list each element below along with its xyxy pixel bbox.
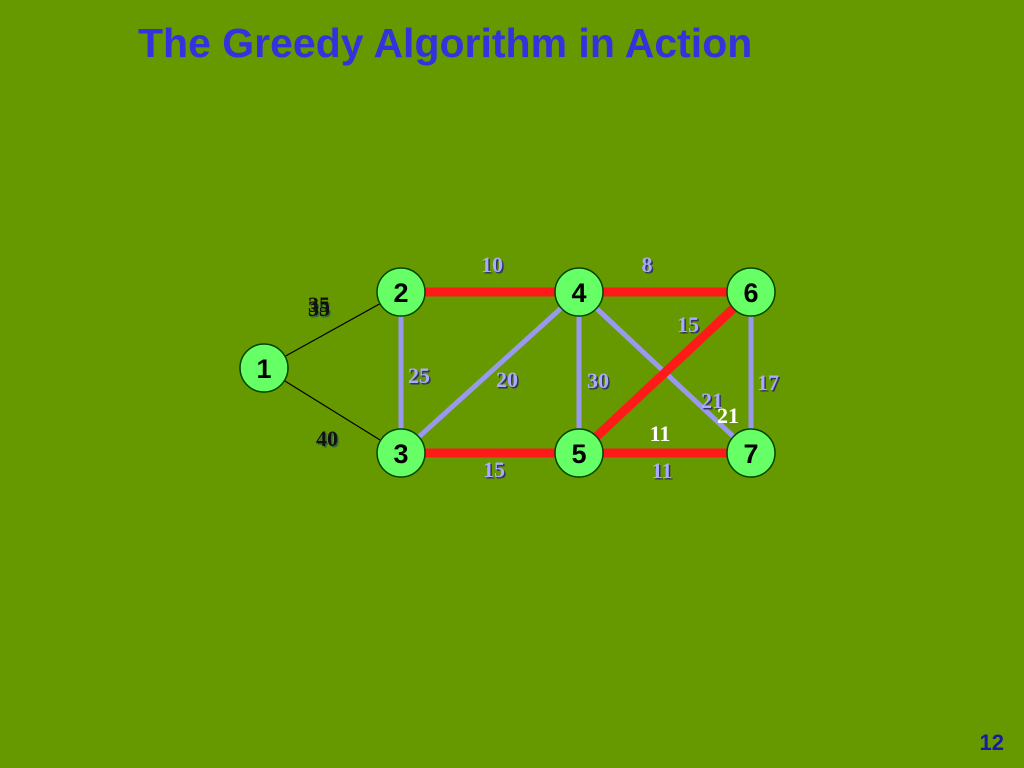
node-circle [726, 428, 776, 478]
edge-weight-3-4: 20 [496, 367, 518, 392]
edge-5-6 [575, 288, 755, 457]
edge-weight-shadow: 35 [310, 298, 332, 323]
edge-weight-shadow: 15 [679, 314, 701, 339]
node-circle [554, 267, 604, 317]
weight-overlay-label: 21 [717, 403, 739, 428]
edge-weight-4-6: 8 [642, 252, 653, 277]
weight-overlay-label: 11 [650, 421, 671, 446]
edge-weight-shadow: 21 [703, 390, 725, 415]
node-circle [376, 267, 426, 317]
node-label-6: 6 [743, 278, 758, 308]
edge-weight-shadow: 11 [653, 460, 674, 485]
edge-1-2 [263, 291, 402, 369]
node-7: 7 [726, 428, 776, 478]
page-number: 12 [979, 730, 1004, 755]
node-circle [554, 428, 604, 478]
edge-weight-shadow: 15 [485, 459, 507, 484]
node-label-1: 1 [256, 354, 271, 384]
edge-weight-shadow: 10 [483, 254, 505, 279]
edge-weight-4-7: 21 [701, 388, 723, 413]
node-circle [376, 428, 426, 478]
edge-weight-1-2: 35 [308, 296, 330, 321]
node-circle [726, 267, 776, 317]
edge-weight-shadow: 20 [498, 369, 520, 394]
edges-layer [263, 287, 755, 458]
node-2: 2 [376, 267, 426, 317]
slide-title: The Greedy Algorithm in Action [138, 20, 753, 66]
edge-weight-shadow: 25 [410, 365, 432, 390]
edge-weight-1-3: 40 [316, 426, 338, 451]
edge-weight-2-4: 10 [481, 252, 503, 277]
edge-weight-5-7: 11 [652, 458, 673, 483]
edge-weight-shadow: 30 [589, 370, 611, 395]
edge-weight-4-5: 30 [587, 368, 609, 393]
node-label-5: 5 [571, 439, 586, 469]
node-1: 1 [239, 343, 289, 393]
node-label-3: 3 [393, 439, 408, 469]
edge-weight-shadow: 40 [318, 428, 340, 453]
edge-3-4 [399, 290, 581, 455]
node-4: 4 [554, 267, 604, 317]
node-label-7: 7 [743, 439, 758, 469]
node-5: 5 [554, 428, 604, 478]
edge-1-3 [263, 367, 402, 454]
node-6: 6 [726, 267, 776, 317]
weight-overlay-label: 35 [308, 292, 330, 317]
node-label-2: 2 [393, 278, 408, 308]
edge-weight-shadow: 8 [643, 254, 654, 279]
node-3: 3 [376, 428, 426, 478]
edge-weight-2-3: 25 [408, 363, 430, 388]
edge-weight-5-6: 15 [677, 312, 699, 337]
node-label-4: 4 [571, 278, 586, 308]
edge-weight-shadow: 17 [759, 372, 781, 397]
edge-weight-6-7: 17 [757, 370, 779, 395]
edge-weight-3-5: 15 [483, 457, 505, 482]
node-circle [239, 343, 289, 393]
nodes-layer: 1 2 3 4 5 6 7 [239, 267, 776, 478]
